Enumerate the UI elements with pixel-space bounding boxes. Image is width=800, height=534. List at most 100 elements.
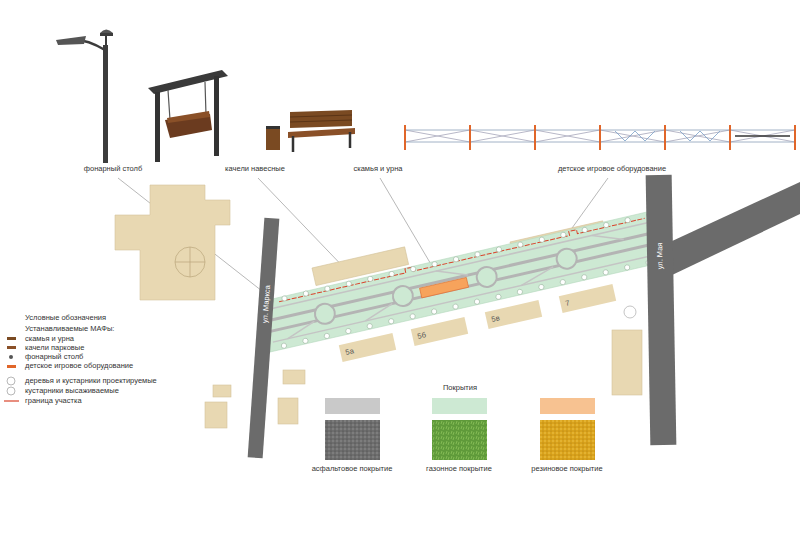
tree-symbol xyxy=(603,269,609,275)
park-paths xyxy=(271,212,663,349)
building: 5а xyxy=(339,333,396,362)
tree-symbol xyxy=(345,328,351,334)
tree-symbol xyxy=(389,271,395,277)
lamp-post-icon xyxy=(56,36,86,45)
building xyxy=(213,385,231,397)
park-paths xyxy=(391,284,415,308)
tree-symbol xyxy=(474,299,480,305)
surface-texture xyxy=(325,420,595,460)
park-paths xyxy=(475,265,499,289)
building: 5б xyxy=(411,317,468,346)
legend-symbol xyxy=(7,337,16,340)
building-yard xyxy=(175,247,205,277)
legend-symbol xyxy=(4,337,19,401)
bench-urn-icon xyxy=(266,110,355,152)
park-paths xyxy=(313,302,337,326)
legend-heading: Покрытия xyxy=(443,384,477,392)
building xyxy=(205,402,227,428)
tree-symbol xyxy=(346,281,352,287)
bench-urn-icon xyxy=(266,128,280,150)
play-equipment-icon xyxy=(405,125,795,150)
legend-label: детское игровое оборудование xyxy=(25,362,133,370)
legend-label: кустарники высаживаемые xyxy=(25,387,119,395)
tree-symbol xyxy=(303,290,309,296)
building: 7 xyxy=(559,284,616,313)
tree-symbol xyxy=(452,303,458,309)
building xyxy=(278,398,298,424)
legend-label: качели парковые xyxy=(25,344,84,352)
swing-icon xyxy=(214,76,219,156)
park-paths xyxy=(263,212,662,350)
swing-icon xyxy=(148,70,228,162)
legend-label: фонарный столб xyxy=(25,353,83,361)
building: 5в xyxy=(485,300,542,329)
street-band: ул. Маркса xyxy=(248,218,280,458)
tree-symbol xyxy=(367,276,373,282)
tree-symbol xyxy=(324,286,330,292)
tree-symbol xyxy=(431,308,437,314)
legend-label: граница участка xyxy=(25,397,82,405)
lamp-post-icon xyxy=(103,45,108,163)
bench-urn-icon xyxy=(290,115,352,122)
building-yard xyxy=(175,247,205,277)
tree-symbol xyxy=(324,333,330,339)
lamp-post-icon xyxy=(56,30,113,164)
tree-symbol xyxy=(624,306,636,318)
building xyxy=(115,185,230,300)
street-name: ул. Маркса xyxy=(261,285,271,324)
tree-symbol xyxy=(496,246,502,252)
bench-urn-icon xyxy=(288,128,355,138)
legend-symbol xyxy=(9,355,13,359)
legend-symbol xyxy=(7,377,15,385)
bench-urn-icon xyxy=(290,110,352,128)
tree-symbol xyxy=(582,227,588,233)
tree-symbol xyxy=(603,222,609,228)
tree-symbol xyxy=(539,237,545,243)
legend-heading: Устанавливаемые МАФы: xyxy=(25,325,114,333)
surface-texture xyxy=(432,420,487,460)
park-paths xyxy=(420,277,469,297)
tree-symbol xyxy=(581,274,587,280)
callout-caption: фонарный столб xyxy=(84,165,142,173)
building-number: 7 xyxy=(565,299,571,307)
tree-symbol xyxy=(410,266,416,272)
building-number: 5в xyxy=(491,314,501,323)
tree-symbol xyxy=(560,279,566,285)
street-band xyxy=(670,182,800,276)
legend-title: Условные обозначения xyxy=(25,314,106,322)
lamp-post-icon xyxy=(100,30,113,34)
tree-symbol xyxy=(625,217,631,223)
tree-symbol xyxy=(453,256,459,262)
building xyxy=(283,370,305,384)
surface-texture xyxy=(325,420,380,460)
tree-symbol xyxy=(538,284,544,290)
tree-symbol xyxy=(410,313,416,319)
play-equipment-icon xyxy=(680,131,720,141)
tree-symbol xyxy=(517,289,523,295)
building xyxy=(612,330,642,395)
tree-symbol xyxy=(560,232,566,238)
legend-symbol xyxy=(7,387,15,395)
tree-symbol xyxy=(624,264,630,270)
tree-symbol xyxy=(388,318,394,324)
tree-symbol xyxy=(302,338,308,344)
legend-symbol xyxy=(7,365,16,368)
tree-symbol xyxy=(281,295,287,301)
legend-swatch xyxy=(432,398,487,414)
lamp-post-icon xyxy=(105,35,107,45)
bench-urn-icon xyxy=(266,126,280,129)
play-equipment-icon xyxy=(615,131,655,141)
swing-icon xyxy=(155,92,160,162)
play-equipment-icon xyxy=(735,135,790,137)
play-equipment-icon xyxy=(405,125,795,150)
legend-swatch xyxy=(540,398,595,414)
building-yard xyxy=(175,247,205,277)
legend-symbol xyxy=(7,346,16,349)
legend-label: резиновое покрытие xyxy=(531,465,602,473)
tree-symbol xyxy=(495,294,501,300)
surface-texture xyxy=(540,420,595,460)
callout-caption: детское игровое оборудование xyxy=(558,165,666,173)
legend-symbol xyxy=(4,400,19,401)
building-number: 5б xyxy=(417,331,427,340)
